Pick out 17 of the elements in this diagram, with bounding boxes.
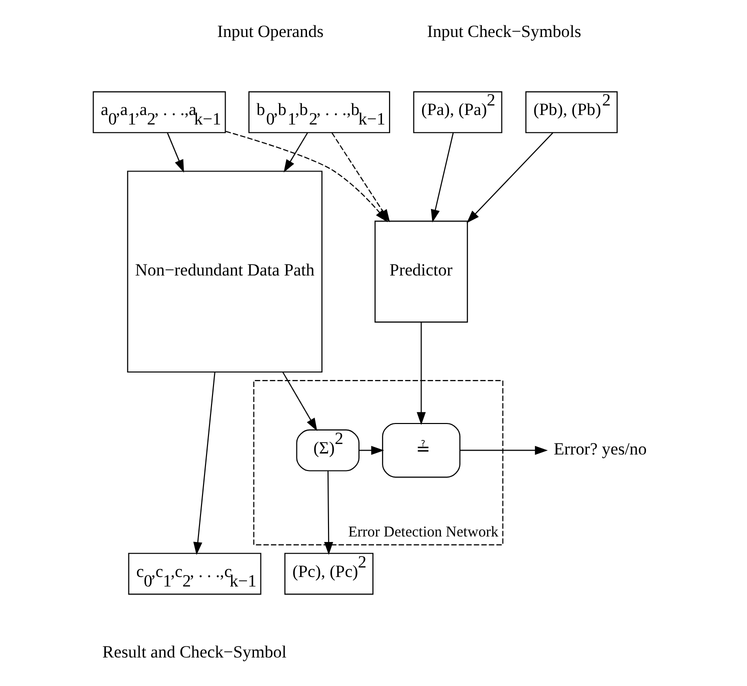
arrow (466, 132, 553, 224)
arrow (282, 372, 317, 432)
arrow (283, 132, 308, 173)
label: Input Check−Symbols (426, 22, 581, 41)
arrow (460, 446, 548, 455)
label: Input Operands (216, 22, 324, 41)
arrow (358, 446, 384, 455)
node-text: Error? yes/no (553, 439, 646, 458)
arrow (166, 132, 184, 173)
node-box: ≟ (382, 422, 460, 478)
label: Result and Check−Symbol (102, 642, 286, 662)
node-box: Predictor (374, 220, 468, 323)
arrow (430, 132, 454, 222)
arrow (416, 322, 426, 425)
arrow (192, 372, 215, 555)
arrow (324, 470, 333, 555)
node-box: Non−redundant Data Path (126, 170, 322, 373)
